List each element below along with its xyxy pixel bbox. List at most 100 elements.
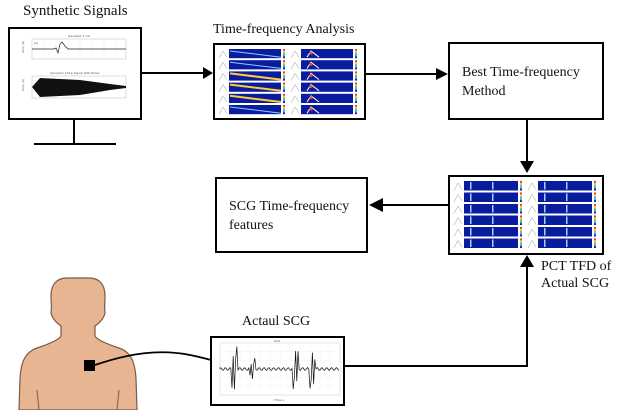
tfd-inset-curve: [290, 50, 300, 59]
tfd-inset-curve: [453, 182, 463, 191]
tfd-inset-curve: [527, 239, 537, 249]
tfd-colorbar: [520, 223, 522, 225]
tfd-colorbar: [283, 62, 285, 64]
arrowhead-scg-to-pct: [520, 255, 534, 267]
tfd-colorbar: [594, 207, 596, 210]
tfd-colorbar: [520, 198, 522, 201]
tfd-inset-curve: [218, 106, 228, 115]
tfd-colorbar: [355, 86, 357, 89]
tfd-colorbar: [283, 71, 285, 74]
tfd-colorbar: [520, 234, 522, 237]
tfd-scg-event: [470, 239, 472, 247]
tfd-colorbar: [355, 101, 357, 103]
tfd-colorbar: [355, 73, 357, 76]
tfd-scg-event: [544, 239, 546, 247]
sensor-cable: [94, 351, 226, 366]
tfd-colorbar: [355, 71, 357, 74]
tfd-colorbar: [283, 76, 285, 79]
scg-waveform-plot: SCG Time s: [219, 339, 341, 402]
tfd-colorbar: [594, 209, 596, 212]
tfd-panel: [464, 238, 518, 248]
monitor-base: [34, 143, 116, 145]
tfd-colorbar: [594, 244, 596, 247]
tfd-colorbar: [520, 228, 522, 231]
tfd-inset-curve: [527, 205, 537, 214]
tfd-colorbar: [283, 49, 285, 51]
tfd-panel: [538, 227, 592, 237]
tfd-pulse-peak: [309, 62, 313, 66]
tfd-colorbar: [283, 78, 285, 81]
tfd-colorbar: [355, 52, 357, 55]
tfd-colorbar: [355, 49, 357, 51]
tfd-colorbar: [283, 63, 285, 66]
tfd-colorbar: [283, 101, 285, 103]
tfd-colorbar: [594, 192, 596, 195]
tfd-pulse-ridge: [306, 72, 320, 80]
tfd-colorbar: [594, 184, 596, 187]
scg-trace: [219, 346, 340, 390]
tfd-colorbar: [283, 105, 285, 107]
tfd-colorbar: [520, 215, 522, 218]
pct-spectrogram-grid: [453, 181, 596, 249]
tfd-colorbar: [520, 192, 522, 195]
tfd-colorbar: [355, 63, 357, 66]
tfd-panel: [464, 181, 518, 191]
arrowhead-pct-to-features: [369, 198, 383, 212]
tfd-pulse-peak: [309, 51, 313, 55]
tfd-colorbar: [594, 219, 596, 222]
tfd-colorbar: [520, 219, 522, 222]
tfd-inset-curve: [453, 216, 463, 226]
plot-bottom-title: Gaussian Chirp Signal with Noise: [50, 71, 100, 75]
tfd-colorbar: [355, 93, 357, 96]
tfd-panel: [538, 215, 592, 225]
tfd-colorbar: [355, 67, 357, 70]
tfd-scg-event: [566, 193, 568, 201]
tfd-pulse-peak: [309, 85, 313, 89]
tfd-colorbar: [355, 82, 357, 85]
tfd-colorbar: [283, 110, 285, 113]
tfd-inset-curve: [290, 84, 300, 92]
tfd-colorbar: [520, 207, 522, 210]
tfd-colorbar: [283, 54, 285, 57]
tfd-colorbar: [520, 230, 522, 233]
tfd-colorbar: [594, 221, 596, 224]
tfa-spectrogram-grid: [218, 49, 357, 115]
tfd-colorbar: [283, 60, 285, 63]
arrow-scg-to-pct-h: [344, 365, 528, 367]
tfd-scg-event: [544, 182, 546, 190]
scg-x-axis-label: Time s: [273, 398, 284, 402]
tfd-scg-event: [470, 182, 472, 190]
tfd-pulse-ridge: [306, 106, 320, 114]
tfd-scg-event: [470, 216, 472, 224]
tfd-scg-event: [566, 205, 568, 213]
tfd-colorbar: [520, 188, 522, 191]
monitor-screen: Gaussian 1 ms (a) Amp (V) Gaussian Chirp…: [8, 27, 142, 120]
tfd-colorbar: [594, 227, 596, 229]
tfd-colorbar: [594, 188, 596, 191]
tfd-inset-curve: [290, 72, 300, 81]
tfd-panel: [301, 71, 353, 81]
tfd-panel: [301, 49, 353, 59]
monitor-stand: [73, 120, 75, 144]
tfd-panel: [464, 204, 518, 214]
arrow-tfa-to-best: [366, 73, 436, 75]
tfd-scg-event: [566, 182, 568, 190]
tfd-scg-event: [566, 239, 568, 247]
tfd-inset-curve: [527, 216, 537, 226]
tfd-colorbar: [594, 234, 596, 237]
tfd-colorbar: [520, 246, 522, 248]
tfd-colorbar: [594, 230, 596, 233]
tfd-inset-curve: [453, 239, 463, 249]
tfd-colorbar: [355, 54, 357, 57]
tfd-colorbar: [283, 97, 285, 100]
tfd-panel: [538, 192, 592, 202]
tfd-colorbar: [355, 112, 357, 115]
plot-top-ylabel: Amp (V): [21, 41, 25, 53]
tfd-colorbar: [355, 65, 357, 68]
tfd-scg-event: [492, 216, 494, 224]
tfd-inset-curve: [218, 95, 228, 104]
scg-features-line2: features: [229, 218, 274, 233]
tfd-panel: [301, 82, 353, 92]
tfd-inset-curve: [453, 205, 463, 214]
scg-plot-title: SCG: [274, 339, 281, 343]
